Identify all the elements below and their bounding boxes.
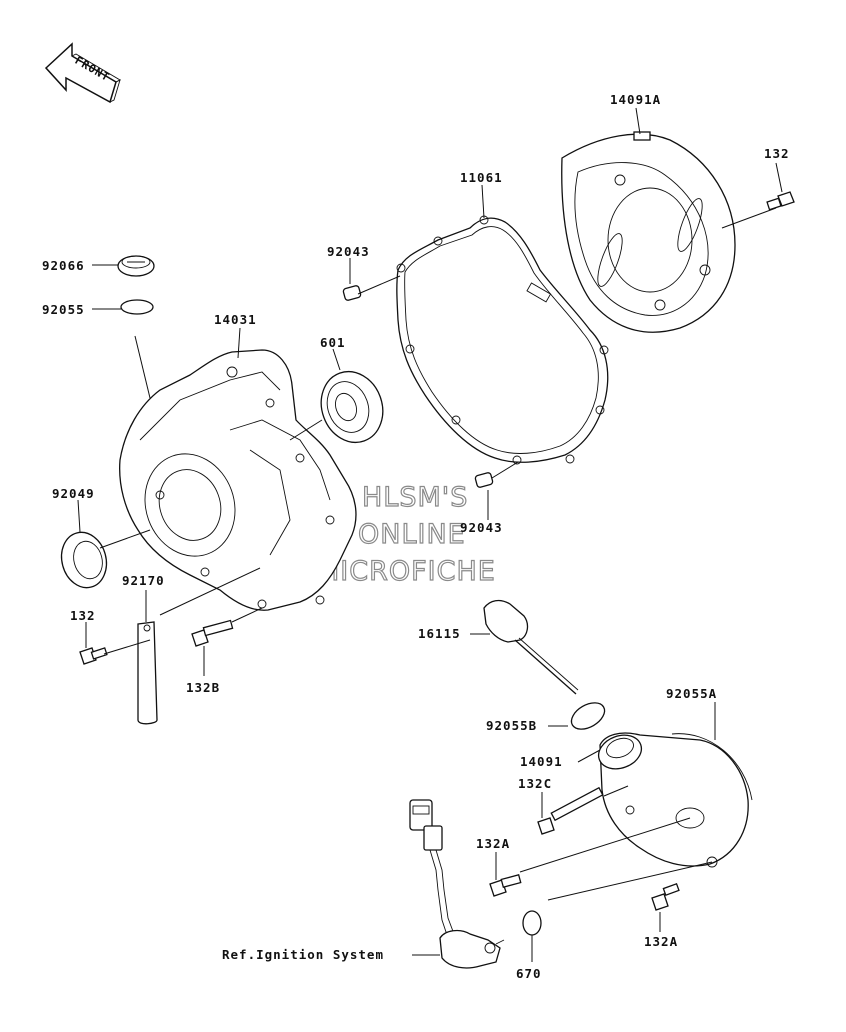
bolt-132A-left (489, 874, 522, 897)
label-16115: 16115 (418, 626, 461, 641)
bolt-132C (537, 786, 604, 835)
label-92055: 92055 (42, 302, 85, 317)
bolt-132-top (766, 191, 795, 211)
plug-92066 (117, 255, 155, 277)
cover-14031 (119, 349, 357, 611)
label-670: 670 (516, 966, 542, 981)
label-132-left: 132 (70, 608, 96, 623)
label-132A-right: 132A (644, 934, 678, 949)
label-92055A: 92055A (666, 686, 717, 701)
gasket-11061 (396, 215, 609, 465)
watermark-line-2: ONLINE (358, 519, 466, 550)
bolt-132A-right (651, 882, 680, 911)
dipstick-16115 (483, 599, 579, 695)
label-132-top: 132 (764, 146, 790, 161)
label-132B: 132B (186, 680, 220, 695)
label-92043-bottom: 92043 (460, 520, 503, 535)
label-14031: 14031 (214, 312, 257, 327)
o-ring-92055 (120, 299, 154, 315)
bolt-132B (191, 619, 234, 647)
label-11061: 11061 (460, 170, 503, 185)
watermark: HLSM'S ONLINE MICROFICHE (315, 481, 496, 587)
dowel-pin-92043-top (342, 285, 362, 301)
label-ref-ignition-system: Ref.Ignition System (222, 947, 384, 962)
ignition-sensor (409, 799, 505, 969)
leader-lines (77, 107, 783, 962)
o-ring-670 (522, 910, 542, 936)
label-92055B: 92055B (486, 718, 537, 733)
label-92049: 92049 (52, 486, 95, 501)
label-92066: 92066 (42, 258, 85, 273)
watermark-line-3: MICROFICHE (316, 556, 496, 587)
watermark-line-1: HLSM'S (362, 482, 468, 513)
label-132C: 132C (518, 776, 552, 791)
clamp-92170 (137, 621, 158, 725)
bolt-132-left (79, 647, 108, 665)
label-14091: 14091 (520, 754, 563, 769)
cover-14091 (597, 732, 753, 868)
label-601: 601 (320, 335, 346, 350)
bearing-601 (320, 370, 384, 444)
label-92043-top: 92043 (327, 244, 370, 259)
oil-seal-92049 (60, 531, 108, 589)
shield-plate-14091A (561, 131, 736, 333)
dowel-pin-92043-bottom (474, 472, 494, 488)
front-direction-arrow: FRONT (44, 42, 121, 104)
label-14091A: 14091A (610, 92, 661, 107)
label-92170: 92170 (122, 573, 165, 588)
o-ring-92055B (570, 702, 606, 730)
part-labels: 14091A 132 11061 92043 92066 92055 14031… (42, 92, 790, 981)
label-132A-left: 132A (476, 836, 510, 851)
